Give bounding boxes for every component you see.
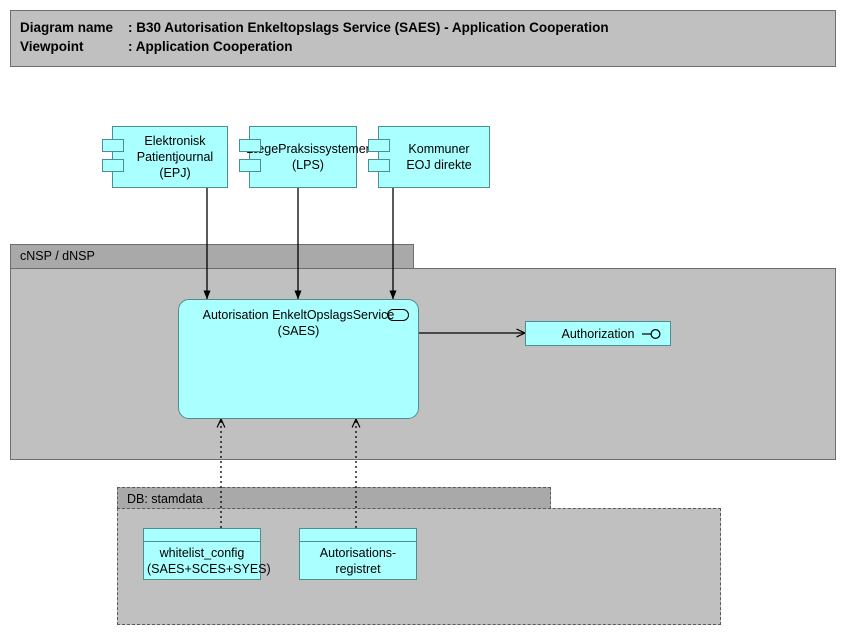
uml-component-icon — [368, 159, 390, 172]
component-kommuner-eoj-direkte[interactable]: Kommuner EOJ direkte — [368, 126, 490, 188]
component-label: LægePraksissystemer (LPS) — [246, 142, 370, 172]
component-elektronisk-patientjournal[interactable]: Elektronisk Patientjournal (EPJ) — [102, 126, 228, 188]
uml-component-icon — [102, 139, 124, 152]
service-label: Autorisation EnkeltOpslagsService (SAES) — [202, 308, 395, 338]
data-object-autorisationsregistret[interactable]: Autorisations-registret — [299, 528, 417, 580]
uml-component-icon — [102, 159, 124, 172]
data-object-label: whitelist_config (SAES+SCES+SYES) — [147, 546, 271, 576]
viewpoint-value: : Application Cooperation — [128, 39, 293, 54]
uml-component-icon — [239, 159, 261, 172]
interface-label: Authorization — [561, 326, 635, 341]
group-cnsp-dnsp-body[interactable] — [10, 268, 836, 460]
group-cnsp-dnsp-label: cNSP / dNSP — [20, 249, 95, 263]
uml-component-icon — [368, 139, 390, 152]
data-object-header-band — [300, 529, 416, 542]
component-laegepraksissystemer[interactable]: LægePraksissystemer (LPS) — [239, 126, 370, 188]
viewpoint-label: Viewpoint — [20, 39, 84, 54]
viewpoint-line: Viewpoint : Application Cooperation — [20, 37, 835, 56]
provided-interface-lollipop-icon — [642, 328, 661, 339]
group-db-stamdata-tab[interactable]: DB: stamdata — [117, 487, 551, 509]
data-object-header-band — [144, 529, 260, 542]
diagram-title-block: Diagram name : B30 Autorisation Enkeltops… — [10, 10, 836, 67]
data-object-label: Autorisations-registret — [319, 546, 397, 576]
diagram-name-label: Diagram name — [20, 20, 114, 35]
group-cnsp-dnsp-tab[interactable]: cNSP / dNSP — [10, 244, 414, 269]
component-label: Elektronisk Patientjournal (EPJ) — [136, 134, 214, 180]
diagram-name-line: Diagram name : B30 Autorisation Enkeltops… — [20, 18, 835, 37]
interface-authorization[interactable]: Authorization — [525, 321, 671, 346]
data-object-whitelist-config[interactable]: whitelist_config (SAES+SCES+SYES) — [143, 528, 271, 580]
group-db-stamdata-label: DB: stamdata — [127, 492, 203, 506]
application-service-oval-icon — [387, 309, 409, 321]
component-label: Kommuner EOJ direkte — [406, 142, 472, 172]
uml-component-icon — [239, 139, 261, 152]
diagram-name-value: : B30 Autorisation Enkeltopslags Service… — [128, 20, 609, 35]
service-autorisation-enkeltopslagsservice[interactable]: Autorisation EnkeltOpslagsService (SAES) — [178, 299, 419, 419]
